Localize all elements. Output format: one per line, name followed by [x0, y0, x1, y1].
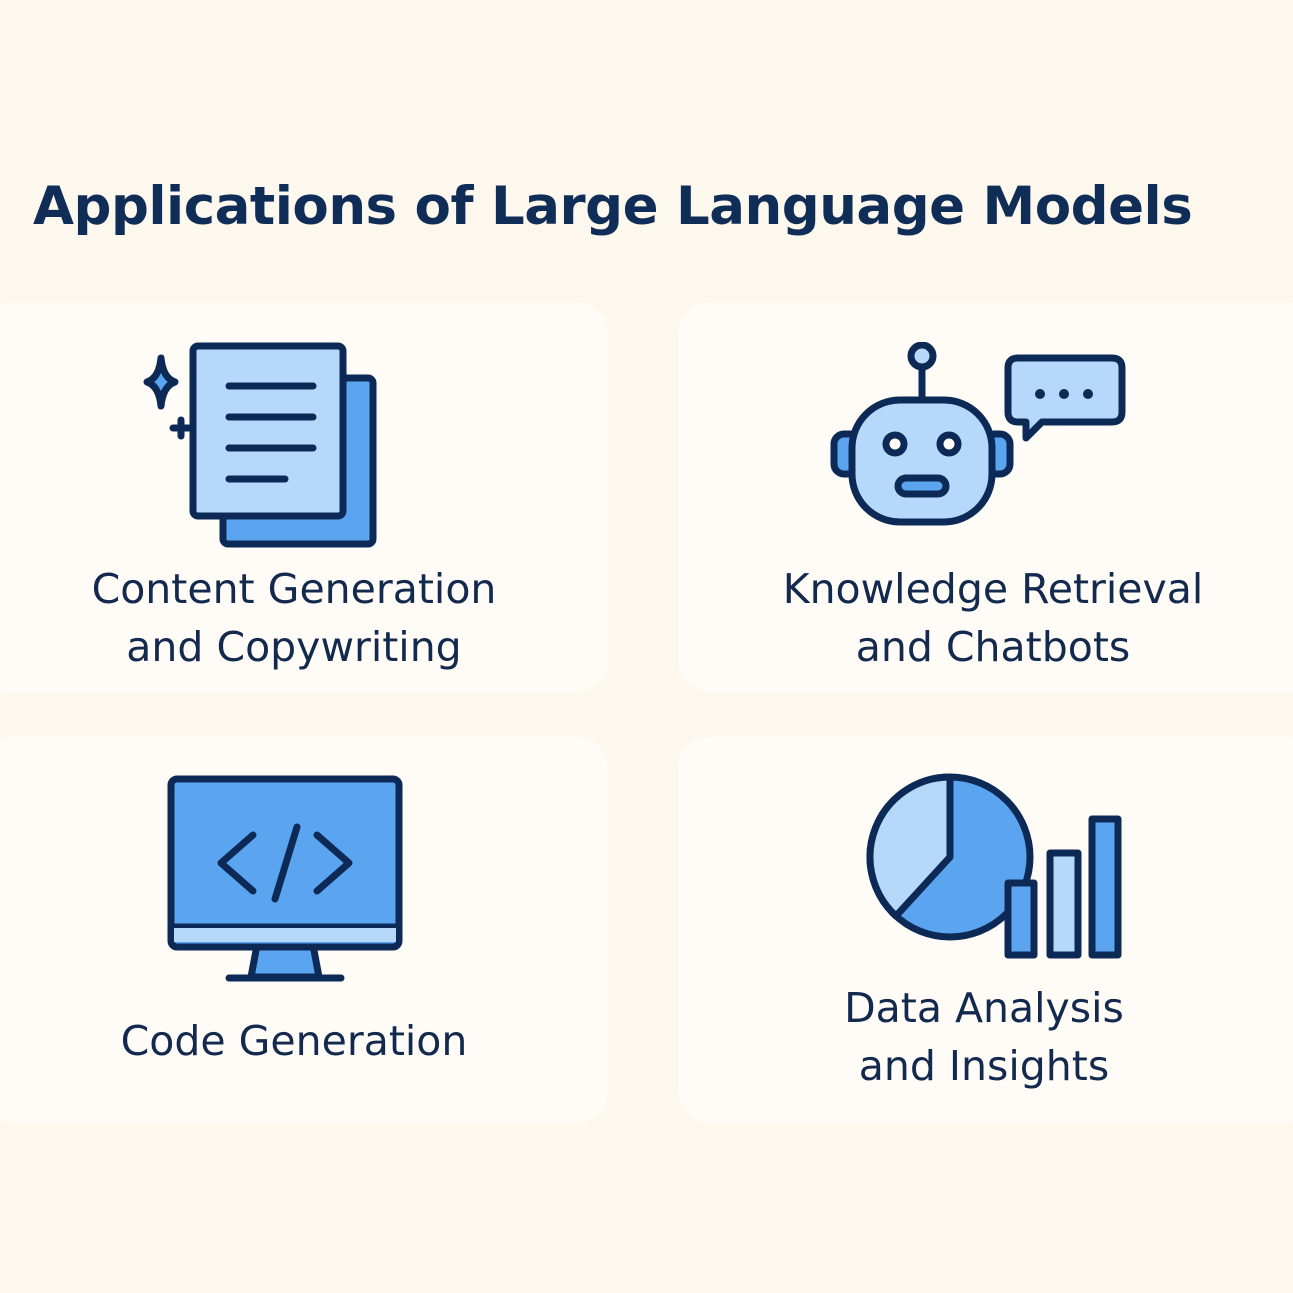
label-line: Code Generation [120, 1017, 468, 1065]
card-label: Code Generation [0, 1012, 608, 1070]
page-title: Applications of Large Language Models [33, 176, 1193, 237]
card-content-generation: Content Generation and Copywriting [0, 302, 608, 692]
label-line: Content Generation [91, 565, 497, 613]
label-line: Knowledge Retrieval [782, 565, 1204, 613]
label-line: Data Analysis [844, 984, 1124, 1032]
code-monitor-icon [167, 775, 403, 982]
pie-bar-chart-icon [866, 773, 1122, 959]
label-line: and Chatbots [855, 623, 1131, 671]
card-knowledge-retrieval: Knowledge Retrieval and Chatbots [678, 302, 1293, 692]
card-label: Knowledge Retrieval and Chatbots [678, 560, 1293, 676]
card-code-generation: Code Generation [0, 737, 608, 1123]
card-label: Data Analysis and Insights [678, 979, 1290, 1095]
label-line: and Insights [858, 1042, 1110, 1090]
document-sparkle-icon [143, 342, 377, 548]
robot-chat-icon [830, 342, 1126, 526]
card-data-analysis: Data Analysis and Insights [678, 737, 1293, 1123]
label-line: and Copywriting [126, 623, 462, 671]
card-label: Content Generation and Copywriting [0, 560, 608, 676]
